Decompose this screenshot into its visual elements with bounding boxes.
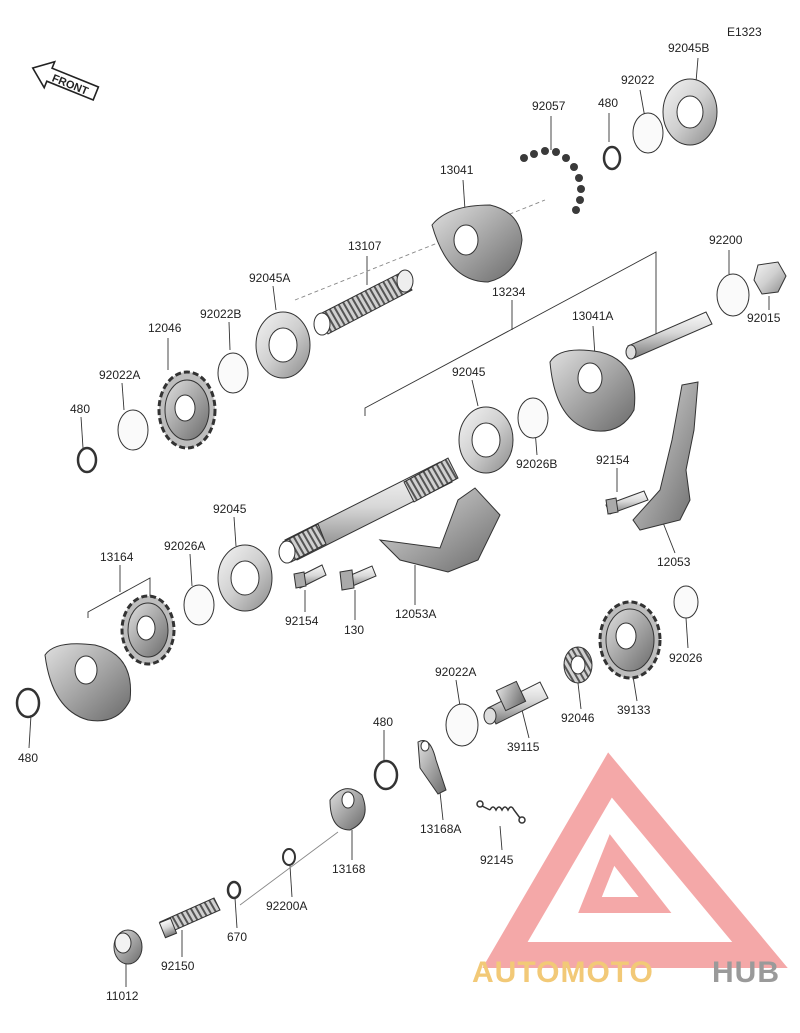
label-13168A: 13168A bbox=[420, 822, 461, 836]
label-92015: 92015 bbox=[747, 311, 781, 325]
label-92022A-low: 92022A bbox=[435, 665, 476, 679]
label-92145: 92145 bbox=[480, 853, 514, 867]
washer-92026 bbox=[673, 585, 699, 619]
main-shaft-13234 bbox=[278, 457, 459, 564]
label-13164: 13164 bbox=[100, 550, 134, 564]
leader-lines bbox=[28, 57, 770, 987]
nut-92015 bbox=[753, 261, 787, 295]
sprocket-39133 bbox=[598, 600, 662, 680]
bracket-12053A bbox=[378, 487, 501, 573]
washer-92022A-low bbox=[445, 703, 479, 747]
bolt-92154-low bbox=[293, 564, 327, 589]
front-arrow-icon: FRONT bbox=[31, 60, 100, 101]
label-13107: 13107 bbox=[348, 239, 382, 253]
label-670: 670 bbox=[227, 930, 247, 944]
bolt-92154-right bbox=[605, 490, 649, 515]
label-12046: 12046 bbox=[148, 321, 182, 335]
label-480-top: 480 bbox=[598, 96, 618, 110]
label-39133: 39133 bbox=[617, 703, 651, 717]
washer-92200A bbox=[282, 848, 296, 866]
cap-11012 bbox=[113, 929, 143, 965]
label-92154-low: 92154 bbox=[285, 614, 319, 628]
label-13234: 13234 bbox=[492, 285, 526, 299]
washer-92022B bbox=[217, 352, 249, 394]
circlip-480-bottom bbox=[15, 687, 41, 719]
label-11012: 11012 bbox=[106, 989, 139, 1003]
circlip-480-mid bbox=[373, 759, 399, 791]
label-13041A: 13041A bbox=[572, 309, 613, 323]
bearing-92045-low bbox=[217, 544, 273, 612]
label-92046: 92046 bbox=[561, 711, 595, 725]
sprocket-cover-13041 bbox=[431, 204, 523, 283]
sprocket-cover-13164 bbox=[44, 643, 132, 722]
washer-92026A bbox=[183, 584, 215, 626]
label-92026: 92026 bbox=[669, 651, 703, 665]
bearing-92045A bbox=[255, 311, 311, 379]
label-92026B: 92026B bbox=[516, 457, 557, 471]
shaft-92150 bbox=[158, 897, 221, 939]
label-92022B: 92022B bbox=[200, 307, 241, 321]
watermark-triangle-icon bbox=[482, 752, 788, 968]
washer-92026B bbox=[517, 397, 549, 439]
watermark-logo: AUTOMOTO HUB bbox=[472, 752, 788, 989]
label-12053A: 12053A bbox=[395, 607, 436, 621]
watermark-text-main: AUTOMOTO bbox=[472, 956, 654, 989]
needle-bearing-92046 bbox=[563, 646, 593, 684]
label-12053: 12053 bbox=[657, 555, 691, 569]
label-13041: 13041 bbox=[440, 163, 474, 177]
washer-92022 bbox=[632, 112, 664, 154]
bracket-12053 bbox=[632, 381, 699, 531]
circlip-480-top bbox=[602, 145, 622, 171]
lever-13168 bbox=[329, 788, 366, 831]
label-480-left: 480 bbox=[70, 402, 90, 416]
watermark-text-hub: HUB bbox=[712, 956, 780, 989]
label-92045A: 92045A bbox=[249, 271, 290, 285]
label-13168: 13168 bbox=[332, 862, 366, 876]
label-92057: 92057 bbox=[532, 99, 566, 113]
o-ring-670 bbox=[226, 880, 242, 900]
shaft-13107 bbox=[313, 269, 414, 336]
label-92200A: 92200A bbox=[266, 899, 307, 913]
label-92026A: 92026A bbox=[164, 539, 205, 553]
label-92200: 92200 bbox=[709, 233, 743, 247]
label-92045-mid: 92045 bbox=[452, 365, 486, 379]
plate-13168A bbox=[417, 740, 447, 795]
label-130: 130 bbox=[344, 623, 364, 637]
label-92154-right: 92154 bbox=[596, 453, 630, 467]
label-92045-low: 92045 bbox=[213, 502, 247, 516]
watermark-inner-icon bbox=[578, 834, 672, 913]
sprocket-cover-13041A bbox=[549, 349, 636, 432]
washer-92200 bbox=[716, 273, 750, 317]
label-92022: 92022 bbox=[621, 73, 655, 87]
part-labels: 92045B 92022 92057 480 13041 92200 92015… bbox=[18, 41, 781, 1003]
chain-92057 bbox=[520, 147, 585, 214]
label-92045B: 92045B bbox=[668, 41, 709, 55]
sprocket-13164 bbox=[120, 594, 176, 666]
spring-92145 bbox=[476, 800, 526, 824]
washer-92022A-top bbox=[117, 409, 149, 451]
shaft-39115 bbox=[483, 680, 549, 725]
bolt-130 bbox=[339, 565, 377, 591]
label-92150: 92150 bbox=[161, 959, 195, 973]
pin-shaft bbox=[625, 311, 713, 360]
circlip-480-left bbox=[76, 446, 98, 474]
bearing-92045B bbox=[662, 78, 718, 146]
diagram-code: E1323 bbox=[727, 25, 762, 39]
bearing-92045-mid bbox=[458, 406, 514, 474]
label-480-mid: 480 bbox=[373, 715, 393, 729]
label-92022A-top: 92022A bbox=[99, 368, 140, 382]
label-480-bottom: 480 bbox=[18, 751, 38, 765]
label-39115: 39115 bbox=[507, 740, 540, 754]
sprocket-12046 bbox=[157, 370, 217, 450]
